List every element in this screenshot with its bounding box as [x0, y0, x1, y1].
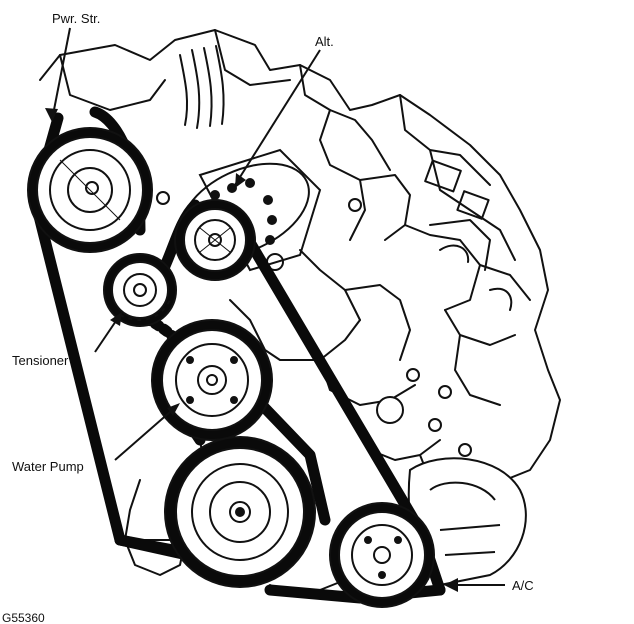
label-alternator: Alt.	[315, 34, 334, 49]
label-ac: A/C	[512, 578, 534, 593]
label-water-pump: Water Pump	[12, 459, 84, 474]
figure-code: G55360	[2, 611, 45, 624]
alternator-pulley	[174, 199, 256, 281]
power-steering-pulley	[27, 127, 153, 253]
water-pump-pulley	[151, 319, 273, 441]
label-tensioner: Tensioner	[12, 353, 69, 368]
crankshaft-pulley	[164, 436, 316, 588]
tensioner-pulley	[103, 253, 177, 327]
leader-arrowheads	[45, 108, 458, 592]
label-power-steering: Pwr. Str.	[52, 11, 100, 26]
ac-compressor-body	[407, 457, 527, 587]
ac-pulley	[329, 502, 435, 608]
